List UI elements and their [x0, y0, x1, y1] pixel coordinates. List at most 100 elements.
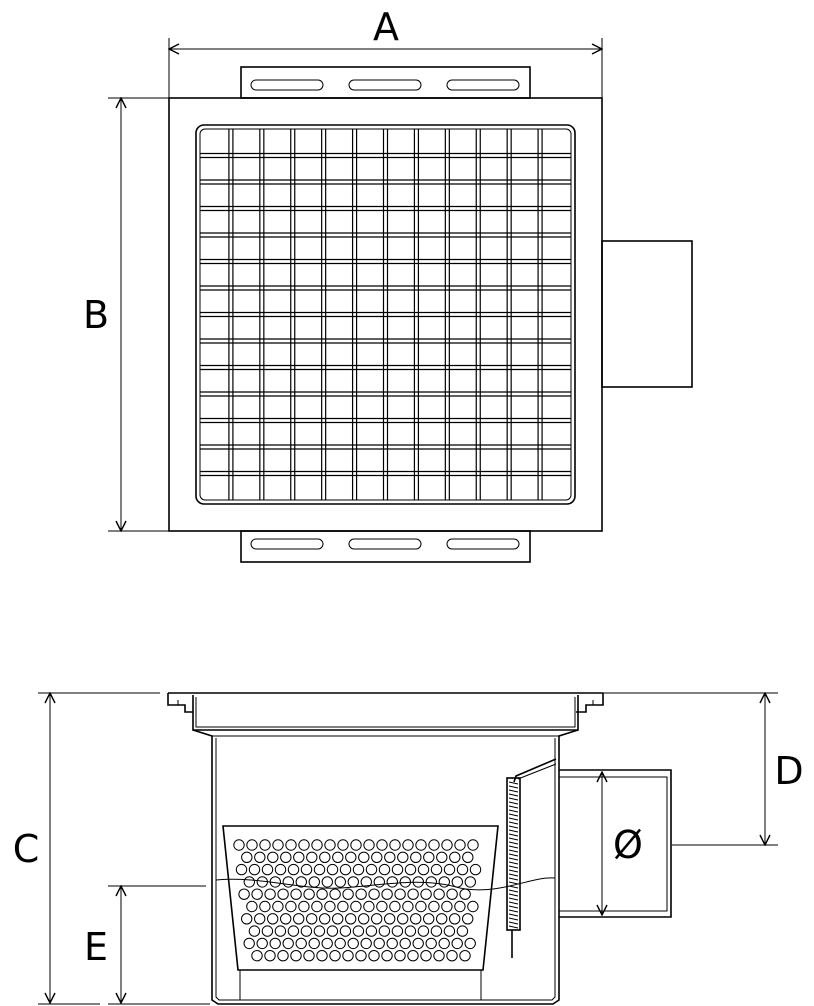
basket-hole [303, 888, 315, 900]
basket-hole [243, 876, 256, 888]
basket-hole [269, 937, 281, 950]
basket-hole [324, 839, 336, 851]
basket-hole [376, 839, 388, 851]
water-level-line [215, 877, 556, 891]
basket-hole [246, 839, 258, 851]
basket-hole [285, 839, 297, 851]
basket-hole [469, 863, 482, 876]
basket-hole [443, 863, 456, 876]
basket-hole [280, 913, 292, 925]
basket-hole [339, 863, 352, 876]
basket-hole [295, 876, 307, 888]
basket-hole [337, 900, 349, 913]
basket-hole [397, 913, 409, 925]
trap-hatch-line [508, 869, 519, 873]
basket-hole [248, 925, 261, 937]
basket-hole [449, 851, 461, 863]
label-e: E [84, 925, 108, 969]
basket-hole [417, 925, 430, 937]
basket-hole [287, 925, 300, 937]
basket-hole [467, 900, 479, 913]
basket-hole [360, 937, 372, 950]
basket-hole [358, 913, 370, 925]
dimension-e: E [84, 886, 210, 1005]
trap-hatch-line [508, 897, 519, 901]
label-a: A [373, 5, 399, 49]
basket-hole [313, 925, 326, 937]
basket-hole [373, 937, 385, 950]
basket-hole [384, 913, 396, 925]
basket-hole [300, 863, 313, 876]
basket-hole [319, 851, 331, 863]
basket-hole [417, 863, 430, 876]
basket-hole [347, 876, 359, 888]
basket-hole [324, 900, 336, 913]
trap-hatch-line [508, 873, 519, 877]
basket-hole [241, 913, 253, 925]
basket-hole [462, 913, 474, 925]
basket-hole [350, 900, 362, 913]
basket-hole [410, 913, 422, 925]
basket-hole [300, 925, 313, 937]
trap-hatch-line [508, 877, 519, 881]
basket-hole [235, 863, 248, 876]
basket-hole [261, 925, 274, 937]
basket-hole [412, 937, 424, 950]
outlet-stub-top [601, 240, 693, 388]
basket-hole [287, 863, 300, 876]
basket-hole [402, 900, 414, 913]
basket-hole [308, 937, 320, 950]
basket-hole [329, 888, 341, 900]
basket-hole [261, 863, 274, 876]
drain-body-section [192, 729, 579, 1005]
basket-hole [259, 839, 271, 851]
basket-hole [316, 888, 328, 900]
dimension-a: A [169, 5, 602, 98]
dimension-diameter: Ø [602, 772, 643, 915]
basket-hole [443, 925, 456, 937]
basket-hole [303, 950, 315, 962]
basket-hole [368, 950, 380, 962]
basket-hole [446, 888, 458, 900]
trap-hatch-line [508, 781, 519, 785]
trap-hatch-line [508, 797, 519, 801]
basket-hole [290, 950, 302, 962]
basket-hole [438, 937, 450, 950]
trap-hatch-line [508, 857, 519, 861]
trap-hatch-line [508, 793, 519, 797]
basket-hole [355, 888, 367, 900]
dimension-c: C [13, 693, 160, 1005]
trap-hatch-line [508, 901, 519, 905]
trap-hatch-line [508, 825, 519, 829]
basket-hole [352, 925, 365, 937]
basket-hole [277, 888, 289, 900]
basket-hole [342, 950, 354, 962]
basket-hole [319, 913, 331, 925]
trap-hatch-line [508, 805, 519, 809]
basket-hole [436, 851, 448, 863]
trap-hatch-line [508, 921, 519, 925]
basket-hole [272, 839, 284, 851]
trap-hatch-line [508, 881, 519, 885]
basket-hole [272, 900, 284, 913]
trap-hatch-line [508, 809, 519, 813]
basket-hole [430, 925, 443, 937]
basket-hole [277, 950, 289, 962]
trap-hatch-line [508, 833, 519, 837]
trap-plate [506, 758, 557, 958]
basket-hole [238, 888, 250, 900]
basket-hole [404, 925, 417, 937]
trap-hatch-line [508, 837, 519, 841]
basket-hole [376, 900, 388, 913]
basket-hole [425, 876, 437, 888]
basket-hole [298, 839, 310, 851]
basket-hole [407, 950, 419, 962]
drain-body-top [168, 97, 603, 532]
basket-hole [394, 888, 406, 900]
basket-hole [332, 851, 344, 863]
trap-hatch-line [508, 913, 519, 917]
trap-hatch-line [508, 849, 519, 853]
basket-hole [316, 950, 328, 962]
basket-hole [454, 900, 466, 913]
